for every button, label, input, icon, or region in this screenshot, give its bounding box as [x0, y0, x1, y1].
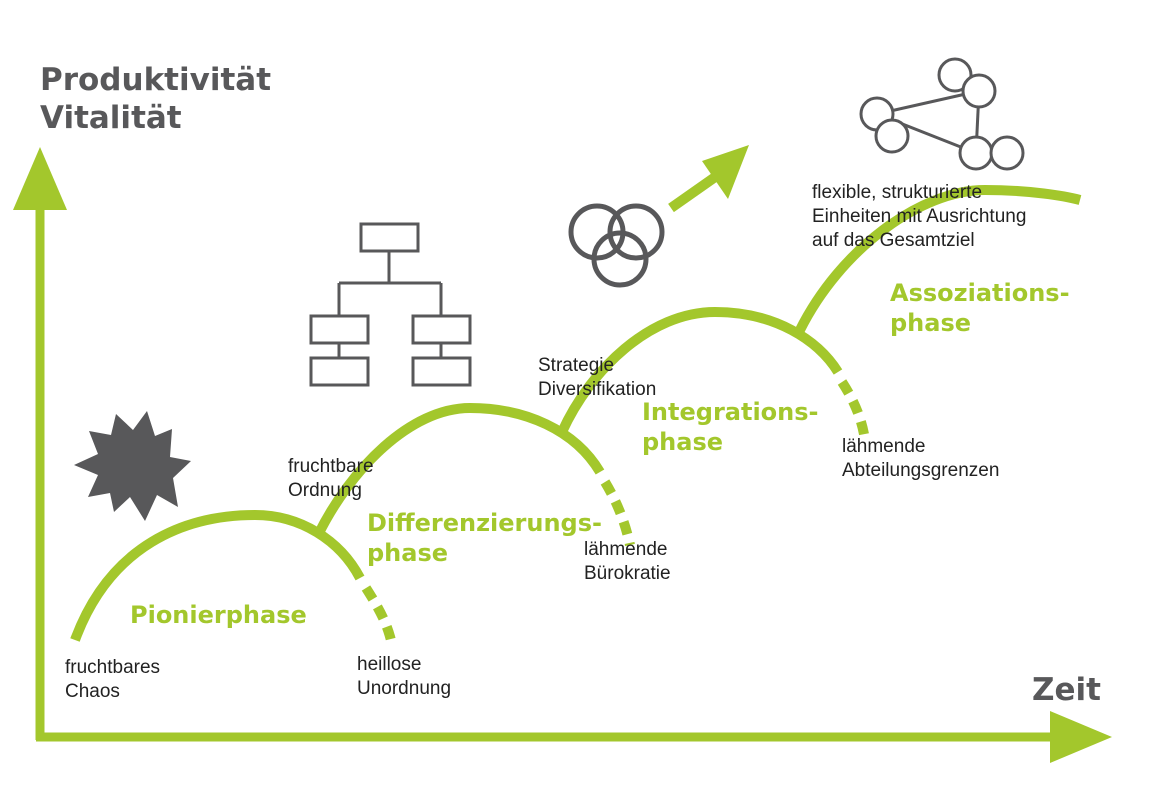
decline-differenzierungsphase — [600, 479, 635, 547]
decline-integrationsphase — [837, 379, 870, 441]
phase-name-integrationsphase: Integrations- phase — [642, 398, 819, 456]
org-chart-icon — [309, 222, 472, 387]
y-axis-title: Produktivität Vitalität — [40, 62, 272, 136]
x-axis-arrowhead — [1050, 711, 1112, 763]
phase-name-assoziationsphase: Assoziations- phase — [890, 279, 1070, 337]
start-label-integrationsphase: Strategie Diversifikation — [538, 355, 657, 400]
axes — [13, 147, 1112, 763]
x-axis-title: Zeit — [1032, 672, 1101, 708]
start-label-differenzierungsphase: fruchtbare Ordnung — [288, 456, 374, 501]
curve-differenzierungsphase — [313, 402, 605, 538]
start-label-pionierphase: fruchtbares Chaos — [65, 657, 161, 702]
decline-label-pionierphase: heillose Unordnung — [357, 654, 452, 699]
decline-pionierphase — [361, 585, 397, 647]
decline-label-differenzierungsphase: lähmende Bürokratie — [584, 539, 671, 584]
decline-label-integrationsphase: lähmende Abteilungsgrenzen — [842, 436, 1000, 481]
starburst-icon — [74, 411, 191, 521]
phase-name-differenzierungsphase: Differenzierungs- phase — [367, 509, 602, 567]
curve-pionierphase — [70, 509, 365, 642]
phase-curves — [70, 184, 1082, 647]
curve-assoziationsphase — [795, 184, 1082, 333]
curve-integrationsphase — [557, 306, 843, 435]
network-nodes-icon — [859, 57, 1025, 171]
phase-name-pionierphase: Pionierphase — [130, 601, 307, 629]
start-label-assoziationsphase: flexible, strukturierte Einheiten mit Au… — [812, 182, 1027, 251]
overlapping-circles-arrow-icon — [568, 145, 749, 288]
y-axis-arrowhead — [13, 147, 67, 210]
